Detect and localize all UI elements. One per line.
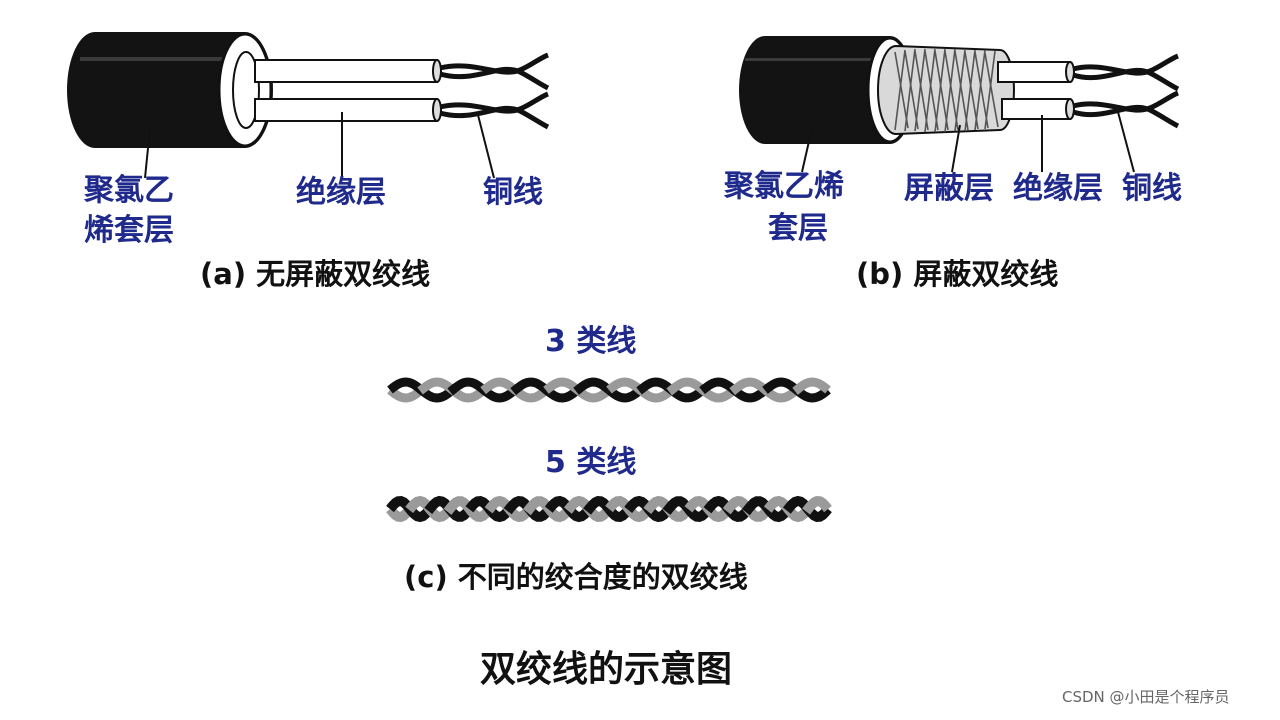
cat3-twisted-strand — [387, 377, 831, 403]
stp-insulation-bottom — [1001, 98, 1071, 120]
utp-copper-leader — [477, 114, 495, 179]
stp-caption: (b) 屏蔽双绞线 — [856, 257, 1059, 291]
cat3-gray-wire-segment — [387, 385, 426, 403]
cat3-black-wire-segment — [792, 385, 831, 403]
stp-pvc-leader — [801, 127, 813, 173]
utp-insulation-bottom-end — [432, 98, 442, 122]
stp-pvc-label-line2: 套层 — [768, 211, 828, 246]
cat5-black-wire-segment — [503, 495, 534, 515]
cat3-gray-wire-segment — [792, 377, 831, 395]
cat3-label: 3 类线 — [545, 324, 637, 359]
utp-insulation-top — [254, 59, 438, 83]
utp-copper-bottom — [439, 91, 550, 130]
cat3-black-wire-segment — [387, 377, 426, 395]
stp-jacket-shine — [745, 58, 885, 61]
cat3-gray-wire-segment — [573, 385, 612, 403]
utp-copper-label: 铜线 — [483, 175, 543, 210]
cat5-twisted-strand — [386, 495, 832, 523]
stp-shield-label: 屏蔽层 — [904, 171, 994, 206]
cat3-gray-wire-segment — [636, 385, 675, 403]
stp-shield-leader — [951, 124, 961, 173]
utp-insulation-bottom — [254, 98, 438, 122]
cat3-gray-wire-segment — [606, 377, 645, 395]
cat3-black-wire-segment — [606, 385, 645, 403]
twist-caption: (c) 不同的绞合度的双绞线 — [404, 560, 748, 594]
cat3-gray-wire-segment — [543, 377, 582, 395]
cat5-black-wire-segment — [583, 496, 613, 515]
stp-copper-top — [1072, 53, 1180, 92]
stp-insulation-bottom-end — [1065, 98, 1075, 120]
cat3-black-wire-segment — [417, 385, 456, 403]
utp-cable — [67, 32, 550, 179]
cat3-gray-wire-segment — [699, 385, 738, 403]
utp-copper-top — [439, 52, 550, 91]
cat3-black-wire-segment — [510, 377, 552, 396]
utp-insulation-label: 绝缘层 — [296, 175, 386, 210]
cat3-black-wire-segment — [447, 377, 489, 396]
stp-copper-bottom — [1072, 90, 1180, 129]
utp-pvc-label-line1: 聚氯乙 — [84, 173, 174, 208]
stp-shield-braid — [894, 48, 999, 133]
cat3-gray-wire-segment — [729, 377, 771, 396]
cat3-gray-wire-segment — [666, 377, 708, 396]
cat3-black-wire-segment — [573, 377, 612, 395]
stp-pvc-label-line1: 聚氯乙烯 — [724, 169, 844, 204]
cat5-gray-wire-segment — [722, 495, 753, 515]
cat3-black-wire-segment — [480, 385, 519, 403]
watermark: CSDN @小田是个程序员 — [1062, 688, 1230, 706]
stp-insulation-label: 绝缘层 — [1013, 171, 1103, 206]
cat3-gray-wire-segment — [480, 377, 519, 395]
utp-insulation-top-end — [432, 59, 442, 83]
utp-jacket-inner — [232, 51, 260, 129]
stp-insulation-top-end — [1065, 61, 1075, 83]
cat3-black-wire-segment — [636, 377, 675, 395]
stp-insulation-top — [997, 61, 1071, 83]
cat3-gray-wire-segment — [762, 385, 801, 403]
cat3-black-wire-segment — [543, 385, 582, 403]
cat3-gray-wire-segment — [417, 377, 456, 395]
stp-copper-label: 铜线 — [1122, 171, 1182, 206]
utp-pvc-label-line2: 烯套层 — [84, 213, 174, 248]
cat3-black-wire-segment — [762, 377, 801, 395]
stp-cable — [739, 36, 1180, 173]
figure-title: 双绞线的示意图 — [480, 649, 733, 690]
stp-copper-leader — [1117, 111, 1135, 173]
utp-caption: (a) 无屏蔽双绞线 — [200, 257, 431, 291]
cat3-black-wire-segment — [699, 377, 738, 395]
cat5-label: 5 类线 — [545, 445, 637, 480]
cat5-gray-wire-segment — [802, 496, 832, 515]
utp-jacket-shine — [80, 57, 240, 61]
utp-pvc-leader — [144, 127, 151, 179]
